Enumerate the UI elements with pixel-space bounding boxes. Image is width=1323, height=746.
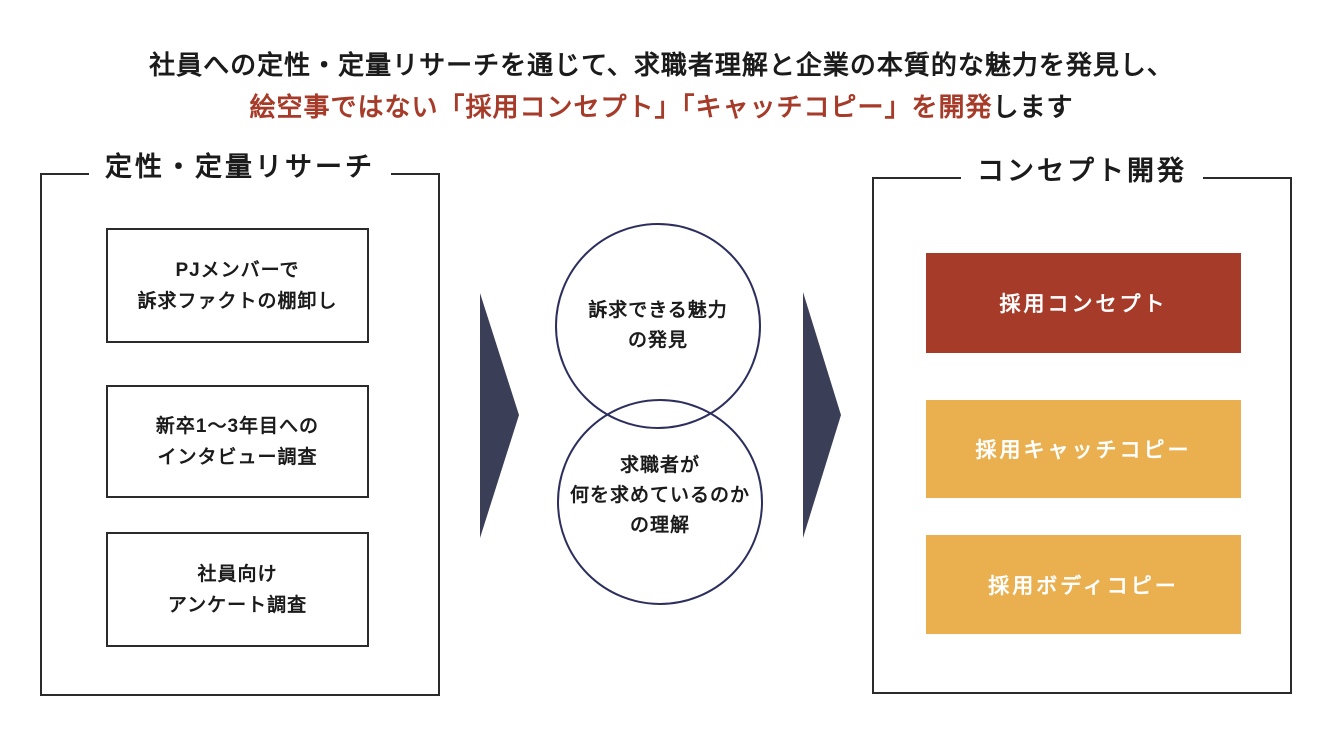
research-item-line: PJメンバーで <box>175 259 300 281</box>
circle-jobseeker-understanding: 求職者が 何を求めているのか の理解 <box>557 399 763 605</box>
circle-text-line: 何を求めているのか <box>569 485 750 506</box>
output-label: 採用コンセプト <box>999 293 1168 316</box>
title-line1: 社員への定性・定量リサーチを通じて、求職者理解と企業の本質的な魅力を発見し、 <box>149 50 1174 80</box>
circle-text-line: 訴求できる魅力 <box>588 300 728 321</box>
output-label: 採用ボディコピー <box>988 574 1179 598</box>
output-recruiting-catch-copy: 採用キャッチコピー <box>926 400 1241 498</box>
circle-text-line: の理解 <box>629 515 690 536</box>
title-line2-highlight: 絵空事ではない「採用コンセプト」「キャッチコピー」を開発 <box>249 92 993 122</box>
circle-text-line: 求職者が <box>619 455 700 476</box>
output-label: 採用キャッチコピー <box>975 439 1192 462</box>
research-item-employee-questionnaire: 社員向け アンケート調査 <box>106 532 369 647</box>
page-title: 社員への定性・定量リサーチを通じて、求職者理解と企業の本質的な魅力を発見し、 絵… <box>0 48 1323 124</box>
title-line2-suffix: します <box>992 92 1074 122</box>
research-item-line: インタビュー調査 <box>157 446 318 468</box>
arrow-right-shape <box>803 292 841 538</box>
arrow-right-icon <box>803 292 841 538</box>
research-item-interview-survey: 新卒1〜3年目への インタビュー調査 <box>106 385 369 498</box>
circle-appeal-discovery-text: 訴求できる魅力 の発見 <box>588 296 728 356</box>
arrow-right-icon <box>480 293 519 538</box>
research-item-line: 社員向け <box>197 563 278 585</box>
circle-jobseeker-understanding-text: 求職者が 何を求めているのか の理解 <box>570 451 750 541</box>
research-item-line: アンケート調査 <box>167 594 308 616</box>
research-section: 定性・定量リサーチ PJメンバーで 訴求ファクトの棚卸し 新卒1〜3年目への イ… <box>40 146 440 696</box>
arrow-right-shape <box>480 293 519 538</box>
concept-development-section-title: コンセプト開発 <box>961 150 1203 192</box>
research-item-line: 新卒1〜3年目への <box>155 415 320 437</box>
output-recruiting-concept: 採用コンセプト <box>926 253 1241 353</box>
research-item-fact-inventory: PJメンバーで 訴求ファクトの棚卸し <box>106 228 369 343</box>
title-line2: 絵空事ではない「採用コンセプト」「キャッチコピー」を開発します <box>0 90 1323 124</box>
research-item-line: 訴求ファクトの棚卸し <box>137 290 338 312</box>
output-recruiting-body-copy: 採用ボディコピー <box>926 535 1241 634</box>
research-section-title: 定性・定量リサーチ <box>89 146 391 188</box>
circle-text-line: の発見 <box>627 330 688 351</box>
concept-development-section: コンセプト開発 採用コンセプト 採用キャッチコピー 採用ボディコピー <box>872 150 1292 694</box>
